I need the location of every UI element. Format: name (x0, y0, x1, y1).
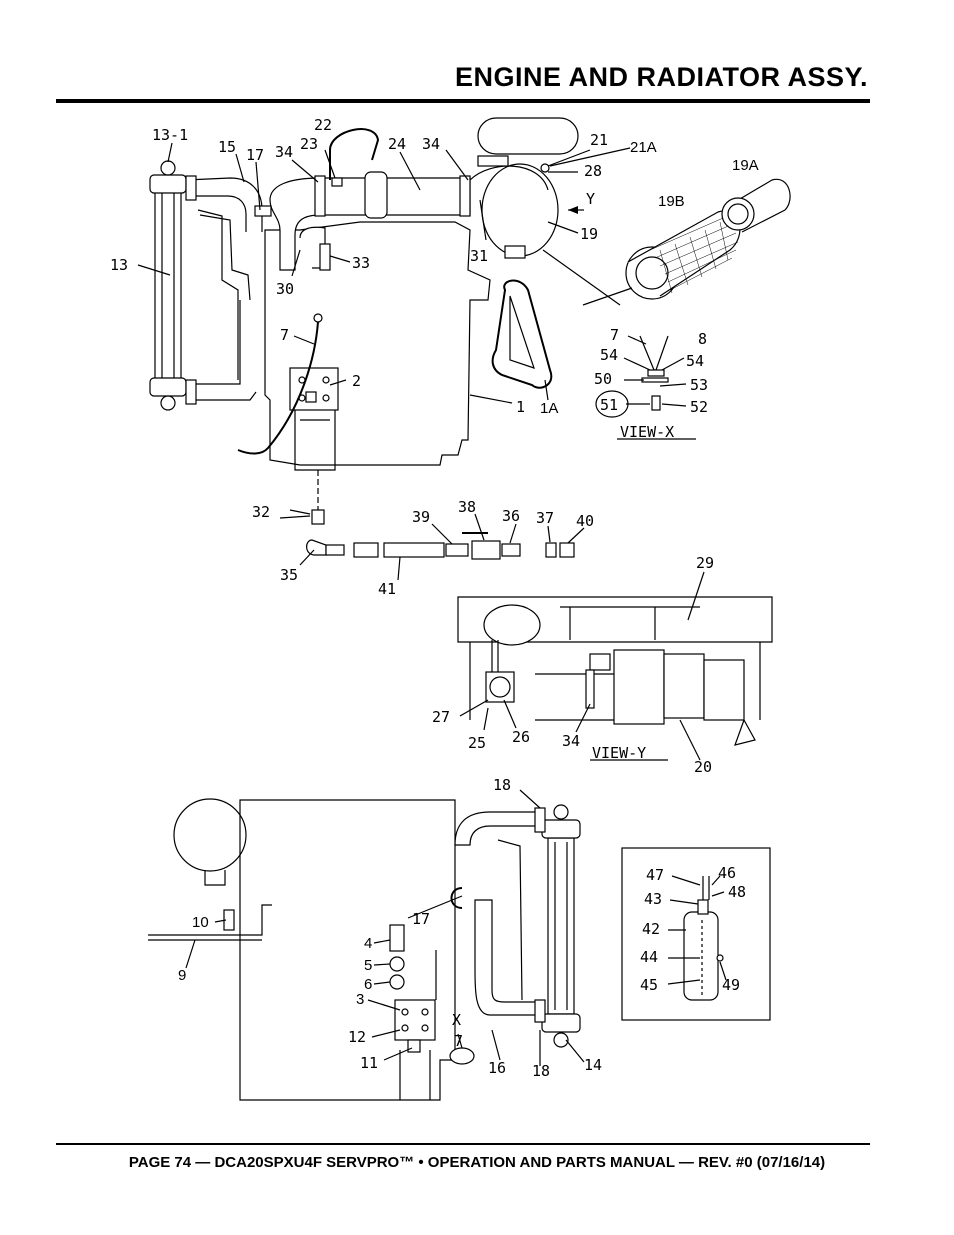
callout-44: 44 (640, 948, 658, 966)
callout-21: 21 (590, 131, 608, 149)
callout-12: 12 (348, 1028, 366, 1046)
callout-21A: 21A (630, 139, 657, 156)
callout-2: 2 (352, 372, 361, 390)
drain-line (306, 470, 575, 560)
callout-36: 36 (502, 507, 520, 525)
callout-7: 7 (610, 326, 619, 344)
callout-32: 32 (252, 503, 270, 521)
callout-3: 3 (356, 991, 364, 1008)
intake-pipes (254, 128, 471, 271)
callout-18: 18 (493, 776, 511, 794)
callout-48: 48 (728, 883, 746, 901)
callout-42: 42 (642, 920, 660, 938)
callout-41: 41 (378, 580, 396, 598)
engine-outline-top (199, 214, 491, 466)
callout-11: 11 (360, 1054, 378, 1072)
callout-22: 22 (314, 116, 332, 134)
callout-15: 15 (218, 138, 236, 156)
callout-35: 35 (280, 566, 298, 584)
callout-14: 14 (584, 1056, 602, 1074)
callout-13-1: 13-1 (152, 126, 188, 144)
view-y-label: VIEW-Y (592, 744, 646, 762)
callout-24: 24 (388, 135, 406, 153)
callout-17: 17 (412, 910, 430, 928)
radiator-bottom (450, 804, 581, 1048)
callout-1: 1 (516, 398, 525, 416)
view-y-detail (457, 596, 773, 761)
sensor-bracket-top (237, 313, 339, 471)
callout-20: 20 (694, 758, 712, 776)
callout-39: 39 (412, 508, 430, 526)
callout-47: 47 (646, 866, 664, 884)
callout-40: 40 (576, 512, 594, 530)
leader-lines (137, 142, 727, 1066)
callout-52: 52 (690, 398, 708, 416)
callout-25: 25 (468, 734, 486, 752)
callout-18: 18 (532, 1062, 550, 1080)
callout-29: 29 (696, 554, 714, 572)
callout-Y: Y (586, 190, 595, 208)
callout-10: 10 (192, 914, 209, 931)
callout-16: 16 (488, 1059, 506, 1077)
radiator-top (149, 160, 263, 411)
callout-19: 19 (580, 225, 598, 243)
callout-34: 34 (422, 135, 440, 153)
callout-5: 5 (364, 957, 372, 974)
callout-46: 46 (718, 864, 736, 882)
callout-51: 51 (600, 396, 618, 414)
header-rule (56, 99, 870, 103)
callout-7: 7 (280, 326, 289, 344)
callout-7: 7 (454, 1032, 463, 1050)
callout-49: 49 (722, 976, 740, 994)
air-filter-elements (582, 178, 791, 306)
page-title: ENGINE AND RADIATOR ASSY. (454, 62, 868, 92)
callout-X: X (452, 1011, 461, 1029)
callout-17: 17 (246, 146, 264, 164)
air-cleaner (469, 117, 621, 306)
sensor-bracket-bottom (389, 924, 475, 1100)
callout-26: 26 (512, 728, 530, 746)
callout-53: 53 (690, 376, 708, 394)
callout-38: 38 (458, 498, 476, 516)
callout-19A: 19A (732, 157, 759, 174)
callout-13: 13 (110, 256, 128, 274)
callout-27: 27 (432, 708, 450, 726)
page-footer: PAGE 74 — DCA20SPXU4F SERVPRO™ • OPERATI… (128, 1154, 826, 1171)
footer-rule (56, 1143, 870, 1145)
view-x-label: VIEW-X (620, 423, 674, 441)
callout-1A: 1A (540, 400, 558, 417)
callout-54: 54 (686, 352, 704, 370)
callout-34: 34 (275, 143, 293, 161)
callout-4: 4 (364, 935, 372, 952)
callout-28: 28 (584, 162, 602, 180)
callout-labels: 13-1 15 17 34 22 23 24 34 21 21A 28 19A … (110, 116, 759, 1080)
engine-outline-bottom (148, 798, 456, 1101)
callout-43: 43 (644, 890, 662, 908)
callout-45: 45 (640, 976, 658, 994)
coolant-reservoir-detail (621, 847, 771, 1021)
callout-6: 6 (364, 976, 372, 993)
callout-34: 34 (562, 732, 580, 750)
fan-belt (491, 279, 553, 389)
callout-8: 8 (698, 330, 707, 348)
callout-54: 54 (600, 346, 618, 364)
callout-33: 33 (352, 254, 370, 272)
callout-50: 50 (594, 370, 612, 388)
callout-9: 9 (178, 967, 186, 984)
callout-30: 30 (276, 280, 294, 298)
callout-37: 37 (536, 509, 554, 527)
callout-23: 23 (300, 135, 318, 153)
callout-19B: 19B (658, 193, 685, 210)
callout-31: 31 (470, 247, 488, 265)
